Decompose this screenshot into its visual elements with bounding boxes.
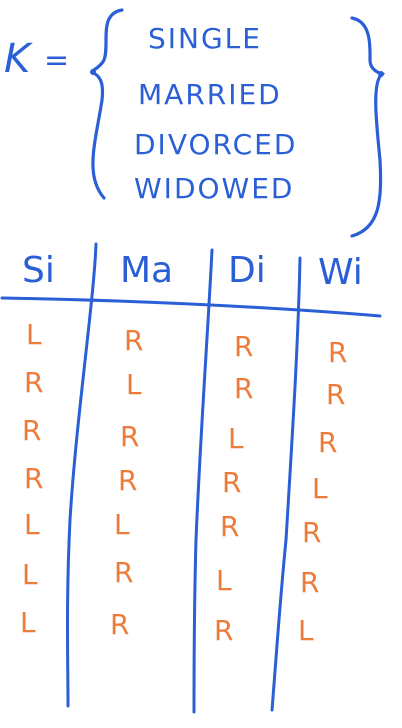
right-brace bbox=[350, 16, 386, 238]
cell-ma-r4: R bbox=[118, 464, 137, 497]
cell-wi-r3: R bbox=[318, 426, 337, 459]
cell-di-r5: R bbox=[220, 510, 239, 543]
set-item: DIVORCED bbox=[134, 128, 297, 161]
cell-di-r3: L bbox=[228, 422, 244, 455]
cell-si-r1: L bbox=[26, 318, 42, 351]
cell-ma-r7: R bbox=[110, 608, 129, 641]
header-wi: Wi bbox=[318, 252, 363, 293]
header-di: Di bbox=[228, 250, 266, 291]
cell-ma-r3: R bbox=[120, 420, 139, 453]
cell-wi-r7: L bbox=[298, 614, 314, 647]
cell-ma-r6: R bbox=[114, 556, 133, 589]
set-name: K bbox=[4, 36, 33, 82]
cell-si-r6: L bbox=[22, 558, 38, 591]
left-brace-dot bbox=[90, 69, 96, 75]
cell-si-r3: R bbox=[22, 414, 41, 447]
cell-di-r4: R bbox=[222, 466, 241, 499]
cell-wi-r6: R bbox=[300, 566, 319, 599]
cell-wi-r5: R bbox=[302, 516, 321, 549]
state-table: Si Ma Di Wi L R R R R L R R R R L R R R … bbox=[0, 242, 382, 714]
cell-si-r4: R bbox=[24, 462, 43, 495]
cell-wi-r4: L bbox=[312, 472, 328, 505]
left-brace bbox=[90, 8, 124, 200]
equals-sign: = bbox=[44, 43, 69, 78]
cell-wi-r2: R bbox=[326, 378, 345, 411]
cell-di-r7: R bbox=[214, 614, 233, 647]
column-divider bbox=[192, 248, 214, 714]
cell-di-r6: L bbox=[216, 564, 232, 597]
set-item: SINGLE bbox=[148, 22, 262, 55]
cell-di-r2: R bbox=[234, 372, 253, 405]
header-si: Si bbox=[22, 250, 55, 291]
cell-ma-r1: R bbox=[124, 324, 143, 357]
header-underline bbox=[0, 296, 382, 318]
cell-wi-r1: R bbox=[328, 336, 347, 369]
cell-si-r2: R bbox=[24, 366, 43, 399]
set-definition: K = SINGLE MARRIED DIVORCED WIDOWED bbox=[4, 8, 386, 238]
cell-ma-r5: L bbox=[114, 508, 130, 541]
column-divider bbox=[66, 242, 98, 708]
cell-si-r7: L bbox=[20, 606, 36, 639]
set-item: MARRIED bbox=[138, 78, 282, 111]
column-divider bbox=[270, 256, 302, 712]
cell-si-r5: L bbox=[24, 508, 40, 541]
cell-ma-r2: L bbox=[126, 368, 142, 401]
set-item: WIDOWED bbox=[134, 172, 294, 205]
cell-di-r1: R bbox=[234, 330, 253, 363]
header-ma: Ma bbox=[120, 250, 173, 291]
right-brace-dot bbox=[378, 71, 384, 77]
